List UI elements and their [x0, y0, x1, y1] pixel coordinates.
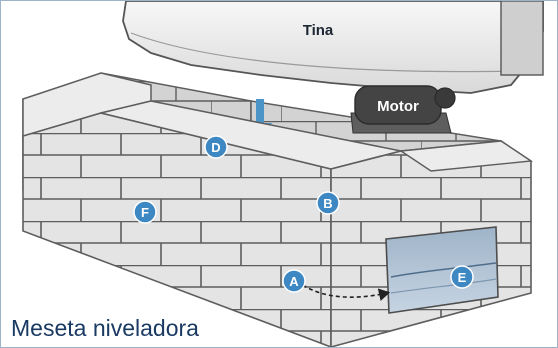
- bathtub: Tina: [122, 1, 544, 94]
- dashed-arrow-icon: [302, 284, 391, 301]
- tub-label: Tina: [303, 22, 334, 39]
- marker-f: F: [133, 200, 157, 224]
- motor: Motor: [350, 85, 456, 134]
- marker-d: D: [204, 135, 228, 159]
- marker-b: B: [316, 191, 340, 215]
- marker-a: A: [282, 269, 306, 293]
- right-wall: [330, 140, 534, 347]
- diagram-title: Meseta niveladora: [11, 315, 199, 341]
- marker-e-letter: E: [458, 270, 467, 285]
- motor-label: Motor: [377, 98, 419, 115]
- marker-f-letter: F: [141, 205, 149, 220]
- marker-a-letter: A: [289, 274, 299, 289]
- marker-d-letter: D: [211, 140, 220, 155]
- marker-b-letter: B: [323, 196, 332, 211]
- marker-e: E: [450, 265, 474, 289]
